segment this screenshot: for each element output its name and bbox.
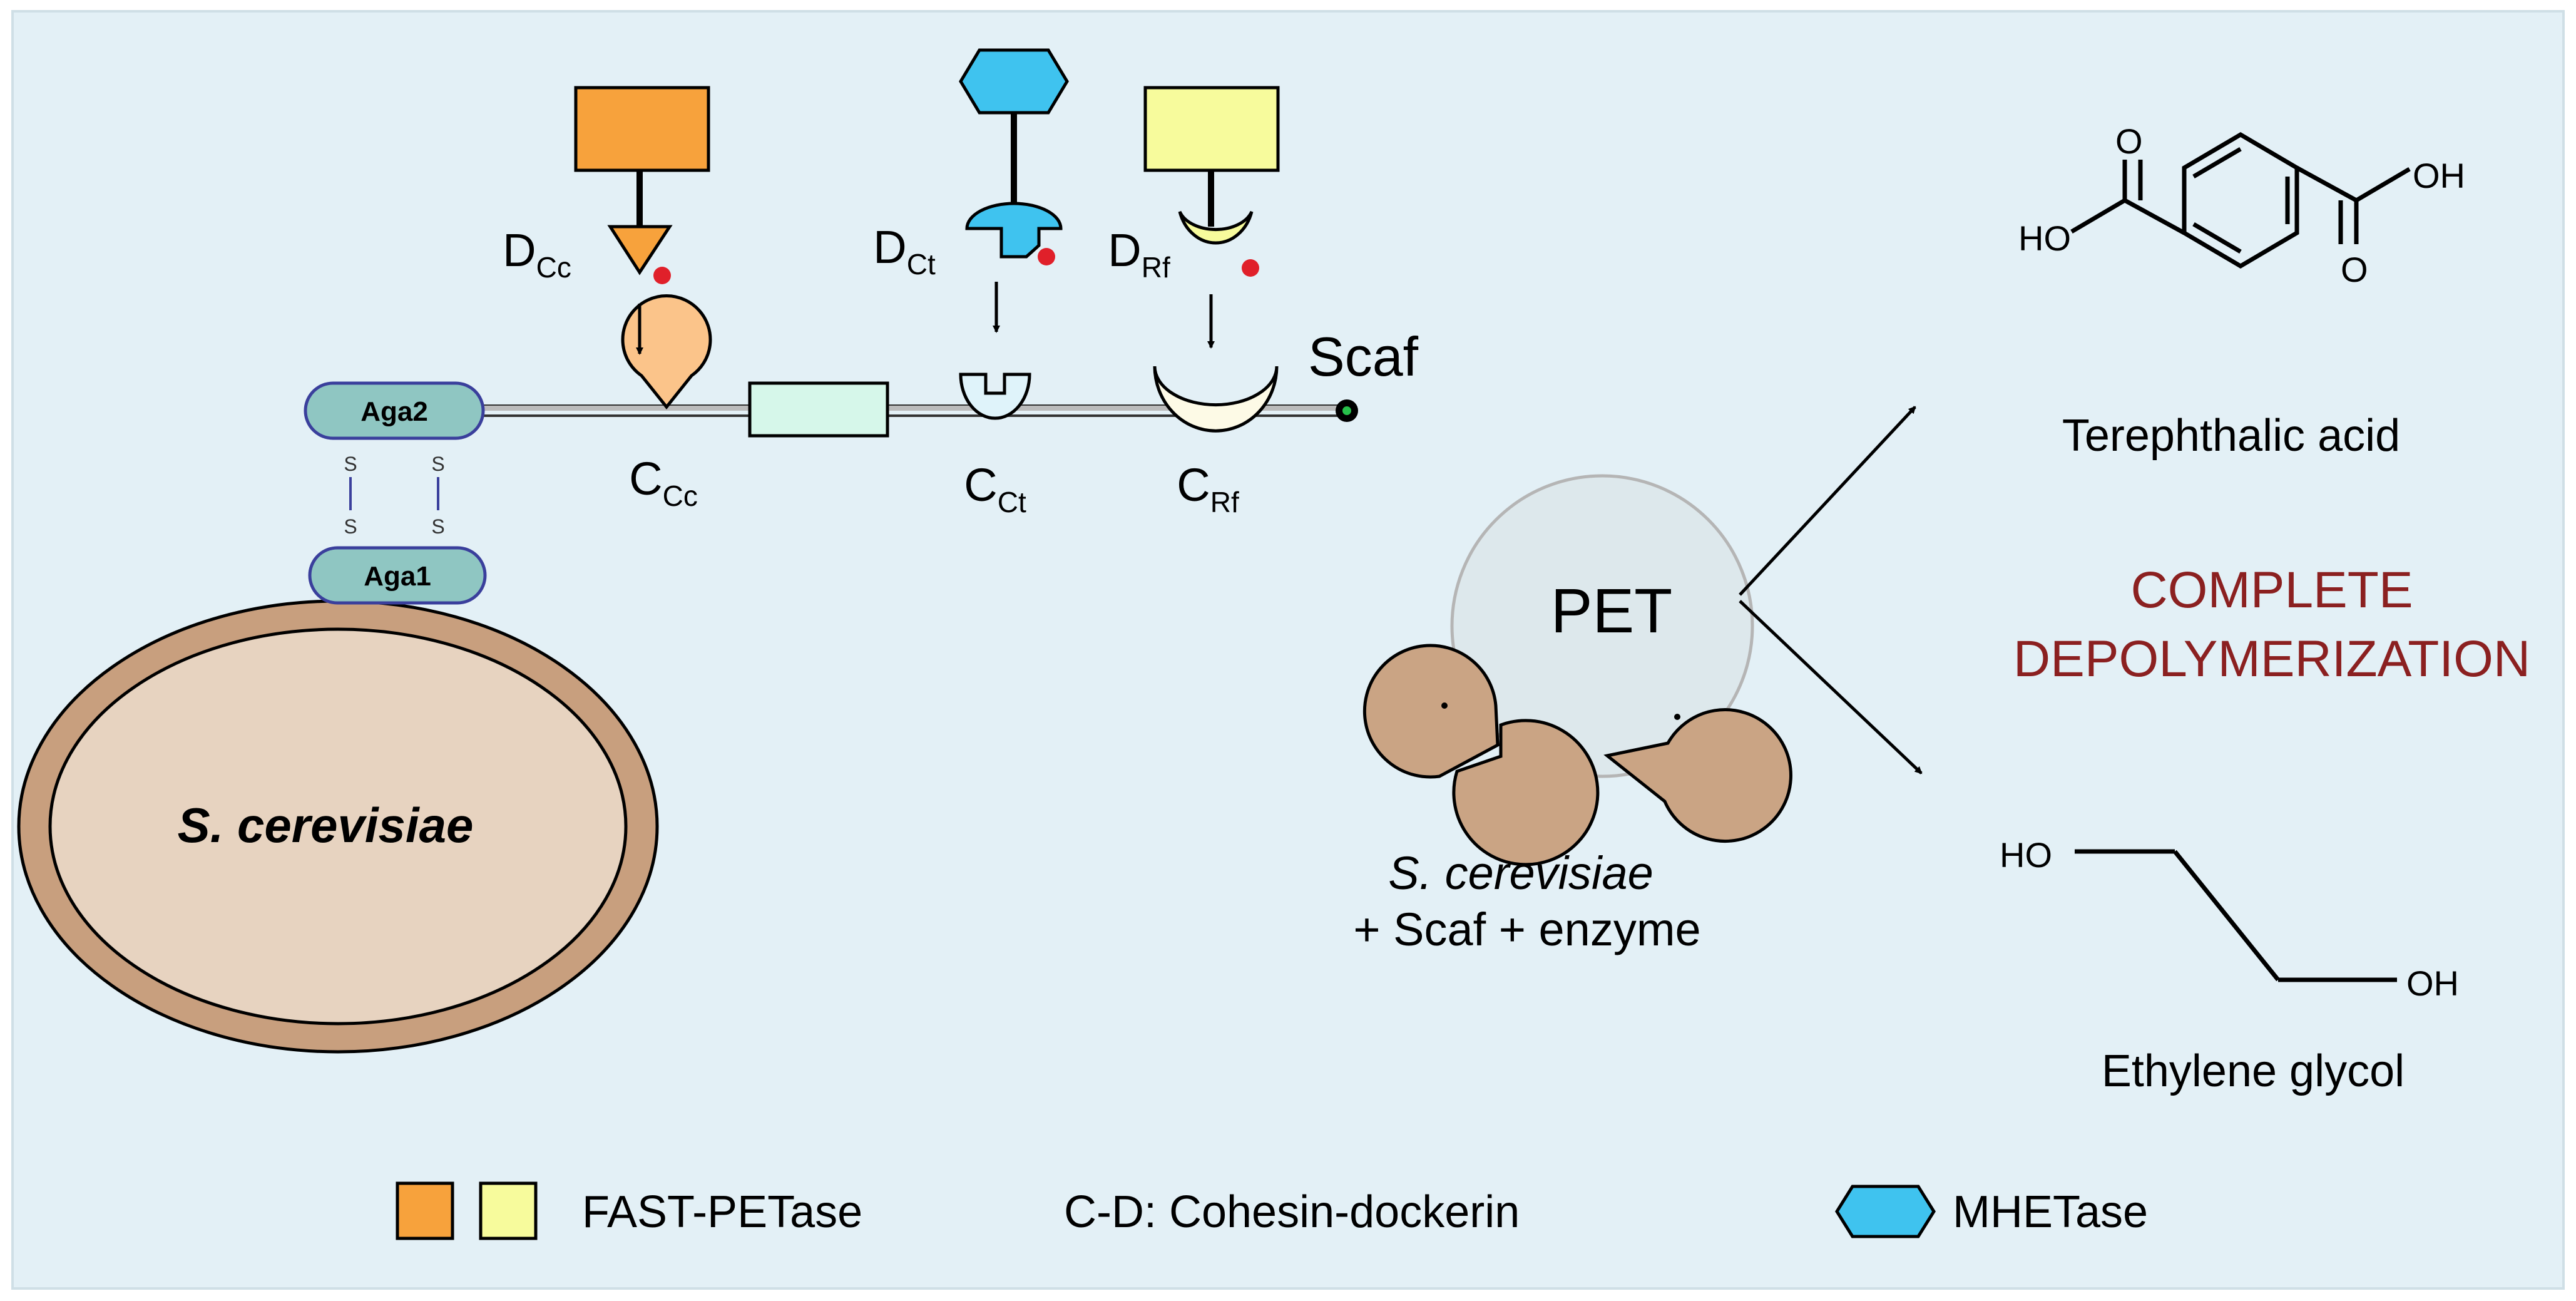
eg-name: Ethylene glycol (2102, 1046, 2405, 1096)
eg-oh: OH (2406, 964, 2459, 1003)
result-line1: COMPLETE (2130, 562, 2413, 619)
scaf-terminus: Scaf (1308, 326, 1419, 422)
fusion-mhetase-dct: DCt (873, 48, 1069, 333)
cell-label: S. cerevisiae (178, 798, 474, 853)
fusion-fast-petase-dcc: DCc (503, 86, 710, 355)
enzyme-pac-right (1603, 708, 1792, 843)
aga2-anchor: Aga2 (304, 381, 485, 440)
dockerin-rf-label: DRf (1108, 224, 1170, 284)
cohesin-cc-label: CCc (629, 453, 698, 512)
result-line2: DEPOLYMERIZATION (2013, 630, 2530, 687)
cohesin-cc: CCc (621, 294, 712, 512)
red-dot (1038, 248, 1055, 265)
eg-ho: HO (2000, 835, 2052, 875)
pet-caption-line2: + Scaf + enzyme (1353, 903, 1700, 955)
tpa-ho: HO (2018, 219, 2071, 258)
legend-swatch-orange (396, 1181, 454, 1240)
red-dot (1242, 259, 1259, 277)
tpa-oh: OH (2413, 156, 2465, 195)
aga1-label: Aga1 (364, 561, 431, 592)
legend: FAST-PETase C-D: Cohesin-dockerin MHETas… (396, 1181, 2148, 1240)
legend-swatch-hexagon (1835, 1185, 1936, 1238)
dockerin-cc-label: DCc (503, 224, 571, 284)
aga1-anchor: Aga1 (308, 546, 487, 605)
tpa-o-right: O (2341, 250, 2368, 289)
aga2-label: Aga2 (360, 396, 428, 427)
disulfide-s: S (344, 515, 357, 538)
legend-cohesin-dockerin: C-D: Cohesin-dockerin (1064, 1187, 1520, 1237)
pet-label: PET (1551, 576, 1672, 646)
yeast-cell: S. cerevisiae (17, 599, 659, 1054)
pet-caption-line1: S. cerevisiae (1388, 847, 1653, 899)
disulfide-s: S (431, 515, 444, 538)
ethylene-glycol-structure (2075, 849, 2397, 982)
cohesin-ct: CCt (959, 373, 1031, 518)
cohesin-ct-label: CCt (964, 459, 1026, 518)
arrow-to-tpa (1739, 406, 1916, 596)
tpa-name: Terephthalic acid (2062, 411, 2400, 461)
tpa-o-left: O (2115, 121, 2143, 161)
cohesin-rf-label: CRf (1177, 459, 1239, 518)
legend-mhetase: MHETase (1953, 1187, 2148, 1237)
red-dot (653, 267, 671, 284)
cohesin-rf: CRf (1153, 366, 1279, 518)
dockerin-ct-label: DCt (873, 221, 936, 280)
disulfide-bonds: S S S S (344, 453, 444, 538)
enzyme-pac-left (1452, 719, 1600, 866)
legend-swatch-yellow (479, 1181, 538, 1240)
cell-interior (48, 627, 628, 1026)
fusion-fast-petase-drf: DRf (1108, 86, 1280, 349)
pet-particle: PET S. cerevisiae + Scaf + enzyme (1353, 474, 1792, 955)
disulfide-s: S (344, 453, 357, 475)
terephthalic-acid-structure (2070, 131, 2411, 269)
arrow-to-eg (1739, 600, 1923, 774)
linker-module (748, 381, 889, 438)
scaf-label: Scaf (1308, 326, 1419, 388)
disulfide-s: S (431, 453, 444, 475)
legend-fast-petase: FAST-PETase (582, 1187, 862, 1237)
